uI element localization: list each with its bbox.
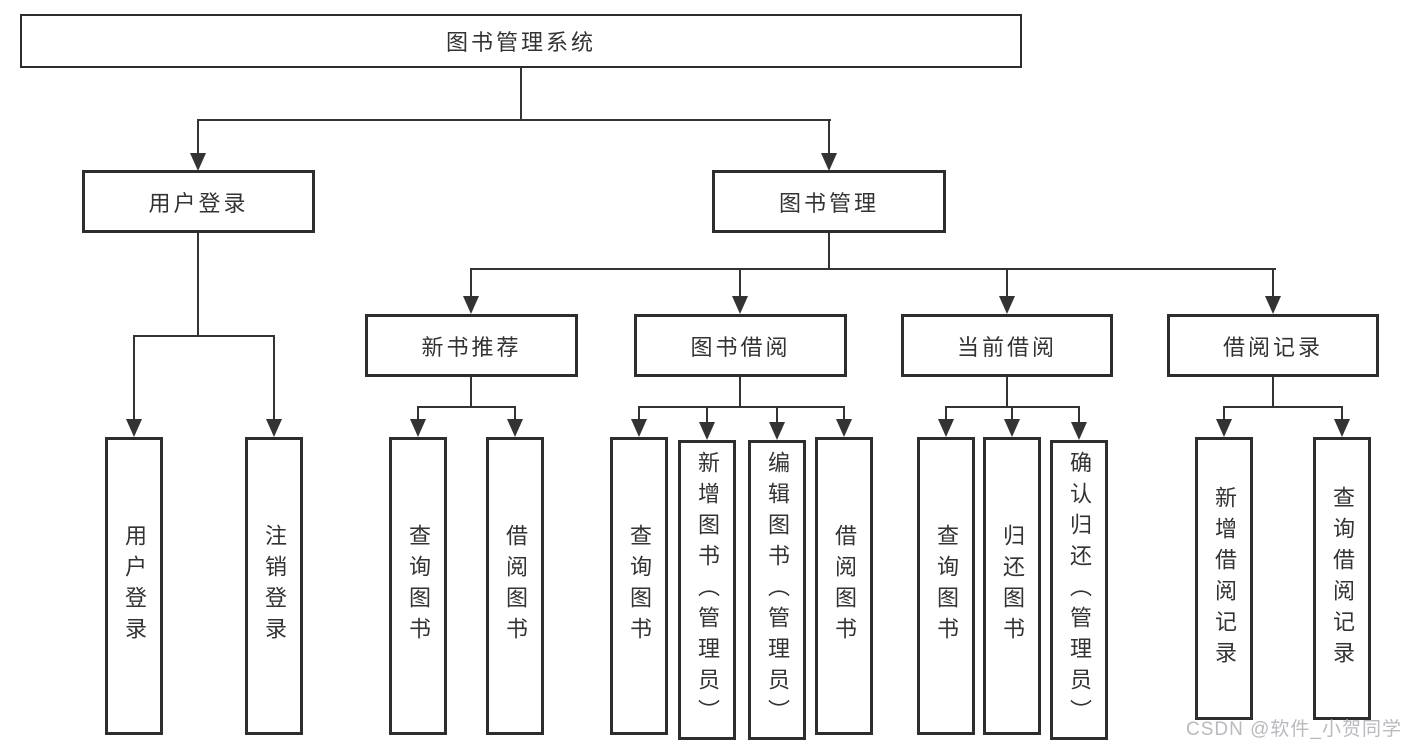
node-label: 新书推荐 bbox=[421, 334, 522, 360]
leaf-label: 注销登录 bbox=[262, 524, 287, 648]
connector-line bbox=[133, 335, 135, 421]
arrow-down-icon bbox=[732, 296, 748, 314]
leaf-label: 用户登录 bbox=[122, 524, 147, 648]
arrow-down-icon bbox=[463, 296, 479, 314]
arrow-down-icon bbox=[821, 153, 837, 171]
connector-line bbox=[638, 406, 640, 421]
leaf-label: 编辑图书（管理员） bbox=[765, 450, 790, 730]
leaf-query-books-recommend: 查询图书 bbox=[389, 437, 447, 735]
arrow-down-icon bbox=[126, 419, 142, 437]
connector-line bbox=[470, 268, 472, 298]
connector-line bbox=[638, 406, 845, 408]
connector-line bbox=[828, 233, 830, 270]
connector-line bbox=[197, 119, 831, 121]
connector-line bbox=[1272, 377, 1274, 408]
connector-line bbox=[133, 335, 275, 337]
leaf-label: 新增借阅记录 bbox=[1212, 485, 1237, 672]
leaf-query-books-current: 查询图书 bbox=[917, 437, 975, 735]
node-label: 图书借阅 bbox=[690, 334, 791, 360]
connector-line bbox=[1006, 268, 1008, 298]
leaf-label: 查询图书 bbox=[627, 524, 652, 648]
connector-line bbox=[417, 406, 516, 408]
leaf-add-borrow-record: 新增借阅记录 bbox=[1195, 437, 1253, 720]
node-current-borrowing: 当前借阅 bbox=[901, 314, 1113, 377]
node-label: 借阅记录 bbox=[1222, 334, 1323, 360]
leaf-label: 查询图书 bbox=[934, 524, 959, 648]
node-new-book-recommend: 新书推荐 bbox=[365, 314, 578, 377]
connector-line bbox=[197, 119, 199, 156]
arrow-down-icon bbox=[699, 422, 715, 440]
node-label: 图书管理 bbox=[778, 190, 879, 216]
connector-line bbox=[739, 268, 741, 298]
arrow-down-icon bbox=[190, 153, 206, 171]
arrow-down-icon bbox=[631, 419, 647, 437]
connector-line bbox=[1223, 406, 1343, 408]
connector-line bbox=[945, 406, 947, 421]
connector-line bbox=[514, 406, 516, 421]
leaf-label: 新增图书（管理员） bbox=[695, 450, 720, 730]
arrow-down-icon bbox=[999, 296, 1015, 314]
node-book-management: 图书管理 bbox=[712, 170, 946, 233]
connector-line bbox=[1341, 406, 1343, 421]
node-label: 当前借阅 bbox=[956, 334, 1057, 360]
arrow-down-icon bbox=[1216, 419, 1232, 437]
leaf-add-books-admin: 新增图书（管理员） bbox=[678, 440, 736, 740]
connector-line bbox=[706, 406, 708, 424]
leaf-user-login: 用户登录 bbox=[105, 437, 163, 735]
leaf-label: 借阅图书 bbox=[503, 524, 528, 648]
connector-line bbox=[1272, 268, 1274, 298]
arrow-down-icon bbox=[1334, 419, 1350, 437]
connector-line bbox=[828, 119, 830, 156]
node-book-borrowing: 图书借阅 bbox=[634, 314, 847, 377]
leaf-logout: 注销登录 bbox=[245, 437, 303, 735]
arrow-down-icon bbox=[1004, 419, 1020, 437]
leaf-confirm-return-admin: 确认归还（管理员） bbox=[1050, 440, 1108, 740]
leaf-query-books-borrowing: 查询图书 bbox=[610, 437, 668, 735]
leaf-label: 查询借阅记录 bbox=[1330, 485, 1355, 672]
leaf-label: 归还图书 bbox=[1000, 524, 1025, 648]
leaf-return-books: 归还图书 bbox=[983, 437, 1041, 735]
connector-line bbox=[843, 406, 845, 421]
connector-line bbox=[417, 406, 419, 421]
arrow-down-icon bbox=[769, 422, 785, 440]
node-root-library-system: 图书管理系统 bbox=[20, 14, 1022, 68]
node-label: 图书管理系统 bbox=[445, 30, 596, 55]
connector-line bbox=[520, 68, 522, 120]
arrow-down-icon bbox=[938, 419, 954, 437]
leaf-query-borrow-record: 查询借阅记录 bbox=[1313, 437, 1371, 720]
arrow-down-icon bbox=[507, 419, 523, 437]
leaf-label: 查询图书 bbox=[406, 524, 431, 648]
arrow-down-icon bbox=[1265, 296, 1281, 314]
node-label: 用户登录 bbox=[148, 190, 249, 216]
leaf-borrow-books-recommend: 借阅图书 bbox=[486, 437, 544, 735]
connector-line bbox=[1006, 377, 1008, 408]
node-user-login: 用户登录 bbox=[82, 170, 315, 233]
connector-line bbox=[197, 233, 199, 337]
leaf-edit-books-admin: 编辑图书（管理员） bbox=[748, 440, 806, 740]
arrow-down-icon bbox=[836, 419, 852, 437]
leaf-label: 借阅图书 bbox=[832, 524, 857, 648]
node-borrowing-records: 借阅记录 bbox=[1167, 314, 1379, 377]
connector-line bbox=[470, 377, 472, 408]
arrow-down-icon bbox=[410, 419, 426, 437]
leaf-label: 确认归还（管理员） bbox=[1067, 450, 1092, 730]
connector-line bbox=[1011, 406, 1013, 421]
connector-line bbox=[470, 268, 1276, 270]
arrow-down-icon bbox=[1071, 422, 1087, 440]
connector-line bbox=[273, 335, 275, 421]
arrow-down-icon bbox=[266, 419, 282, 437]
connector-line bbox=[1078, 406, 1080, 424]
connector-line bbox=[776, 406, 778, 424]
connector-line bbox=[739, 377, 741, 408]
connector-line bbox=[1223, 406, 1225, 421]
csdn-watermark: CSDN @软件_小贺同学 bbox=[1186, 719, 1402, 740]
leaf-borrow-books: 借阅图书 bbox=[815, 437, 873, 735]
